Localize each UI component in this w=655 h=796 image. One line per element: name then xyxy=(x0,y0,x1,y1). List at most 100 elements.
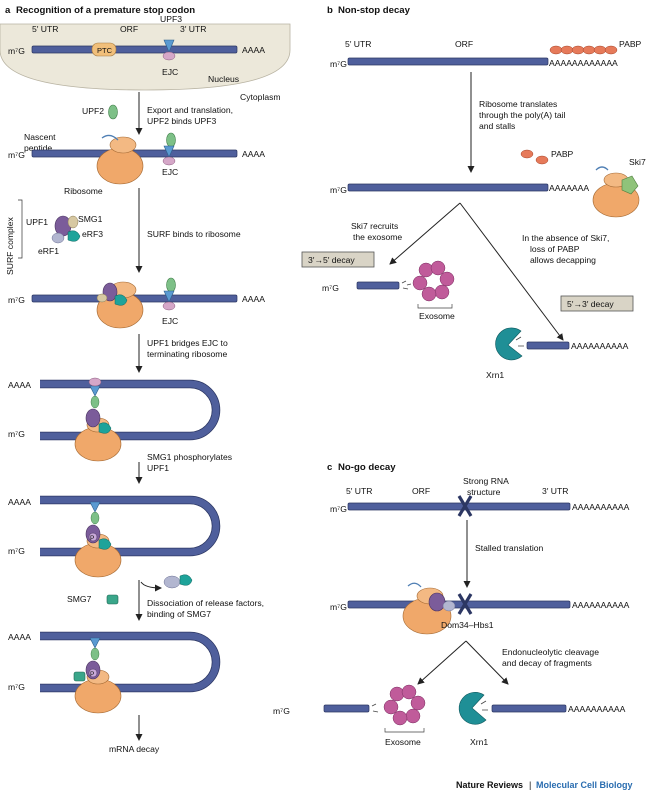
cap-label-3: m⁷G xyxy=(8,295,25,305)
circle xyxy=(401,684,417,700)
ejc-label-2: EJC xyxy=(162,167,178,177)
panel-b: b Non-stop decay 5′ UTR ORF PABP m⁷G AAA… xyxy=(301,5,646,380)
erf3-icon xyxy=(67,230,81,242)
ellipse xyxy=(560,45,574,55)
ski7-recruits-line1: Ski7 recruits xyxy=(351,221,398,231)
mrna-strand xyxy=(31,45,238,54)
footer-section: Molecular Cell Biology xyxy=(536,780,633,790)
ski7-recruits-line2: the exosome xyxy=(353,232,402,242)
utr5-label-c: 5′ UTR xyxy=(346,486,372,496)
ellipse xyxy=(582,45,596,55)
polya-c2: AAAAAAAAAA xyxy=(572,600,630,610)
decay53-box xyxy=(560,295,634,312)
upf2-label: UPF2 xyxy=(82,106,104,116)
ellipse xyxy=(549,45,563,55)
exosome-icon-b xyxy=(412,260,455,302)
decay35-box xyxy=(301,251,375,268)
smg7-label: SMG7 xyxy=(67,594,92,604)
utr5-label: 5′ UTR xyxy=(32,24,58,34)
nucleotide-fragments-b3 xyxy=(401,280,412,290)
upf2-bound-icon xyxy=(166,132,176,148)
ellipse xyxy=(593,45,607,55)
panel-c: c No-go decay 5′ UTR ORF Strong RNA stru… xyxy=(273,462,630,747)
arrow-c-left xyxy=(417,640,467,685)
xrn1-label-b: Xrn1 xyxy=(486,370,504,380)
mrna-strand-b1 xyxy=(347,57,549,66)
polya-label-2: AAAA xyxy=(242,149,265,159)
pabp-label-b: PABP xyxy=(619,39,642,49)
mrna-decay-label: mRNA decay xyxy=(109,744,160,754)
polya-label: AAAA xyxy=(242,45,265,55)
mrna-fragment-c-right xyxy=(491,704,567,713)
cap-loop2: m⁷G xyxy=(8,546,25,556)
circle xyxy=(418,262,434,278)
exosome-bracket-c xyxy=(384,728,425,733)
polya-loop3: AAAA xyxy=(8,632,31,642)
xrn1-fragments-b xyxy=(515,336,524,347)
phospho-marker xyxy=(88,532,98,542)
arrow-b-right xyxy=(459,202,564,341)
panel-c-title: No-go decay xyxy=(338,462,396,473)
mrna-fragment-xrn-b xyxy=(526,341,570,350)
nascent-line2: peptide xyxy=(24,143,52,153)
erf3-loop1 xyxy=(98,422,112,434)
panel-c-letter: c xyxy=(327,462,333,473)
upf2-icon xyxy=(108,104,118,120)
fragments-c-left xyxy=(371,703,379,713)
ski7-icon xyxy=(621,175,639,195)
mrna-strand-b2 xyxy=(347,183,549,192)
released-pabp-2 xyxy=(535,155,549,165)
surf-complex-label: SURF complex xyxy=(5,217,15,275)
erf3-label: eRF3 xyxy=(82,229,103,239)
nucleus-label: Nucleus xyxy=(208,74,239,84)
arrow-b-left xyxy=(389,202,461,265)
phospho-label: P xyxy=(90,535,94,542)
cap-label-b3: m⁷G xyxy=(322,283,339,293)
upf1-label: UPF1 xyxy=(26,217,48,227)
release-branch-arrow xyxy=(140,581,162,592)
polya-label-3: AAAA xyxy=(242,294,265,304)
erf3-icon-3 xyxy=(114,294,128,306)
cap-label-2: m⁷G xyxy=(8,150,25,160)
circle xyxy=(412,275,428,291)
polya-long-b: AAAAAAAAAAAA xyxy=(549,58,618,68)
cap-loop3: m⁷G xyxy=(8,682,25,692)
decay53-label: 5′→3′ decay xyxy=(567,299,614,309)
surf-bracket xyxy=(18,199,23,259)
ejc-loop1 xyxy=(88,377,102,387)
mrna-fragment-b3 xyxy=(356,281,400,290)
polya-loop1: AAAA xyxy=(8,380,31,390)
step-a4-line2: UPF1 xyxy=(147,463,169,473)
smg7-bound-icon xyxy=(73,671,86,682)
nascent-peptide xyxy=(101,134,119,141)
panel-b-letter: b xyxy=(327,5,333,16)
polya-xrn-b: AAAAAAAAAA xyxy=(571,341,629,351)
nascent-peptide-c xyxy=(407,582,422,588)
xrn1-fragments-c xyxy=(480,700,488,711)
absence-line1: In the absence of Ski7, xyxy=(522,233,609,243)
step-a1-line1: Export and translation, xyxy=(147,105,233,115)
hbs1-icon xyxy=(442,600,456,612)
dom34-label: Dom34–Hbs1 xyxy=(441,620,494,630)
ribosome-small-subunit xyxy=(109,136,137,154)
upf3-label: UPF3 xyxy=(160,14,182,24)
smg1-label: SMG1 xyxy=(78,214,103,224)
loop1-outline xyxy=(40,379,221,441)
exosome-icon-c xyxy=(383,684,426,726)
ellipse xyxy=(604,45,618,55)
mrna-loop-1 xyxy=(40,380,220,440)
xrn1-icon-b xyxy=(495,327,523,361)
utr3-label: 3′ UTR xyxy=(180,24,206,34)
phospho-marker-3 xyxy=(88,668,98,678)
cytoplasm-label: Cytoplasm xyxy=(240,92,281,102)
circle xyxy=(421,286,437,302)
exosome-label-b: Exosome xyxy=(419,311,455,321)
footer-journal: Nature Reviews xyxy=(456,780,523,790)
absence-line3: allows decapping xyxy=(530,255,596,265)
step-a3-line2: terminating ribosome xyxy=(147,349,227,359)
orf-label-b: ORF xyxy=(455,39,473,49)
polya-loop2: AAAA xyxy=(8,497,31,507)
structure-line1: Strong RNA xyxy=(463,476,509,486)
arrow-c-right xyxy=(465,640,509,685)
